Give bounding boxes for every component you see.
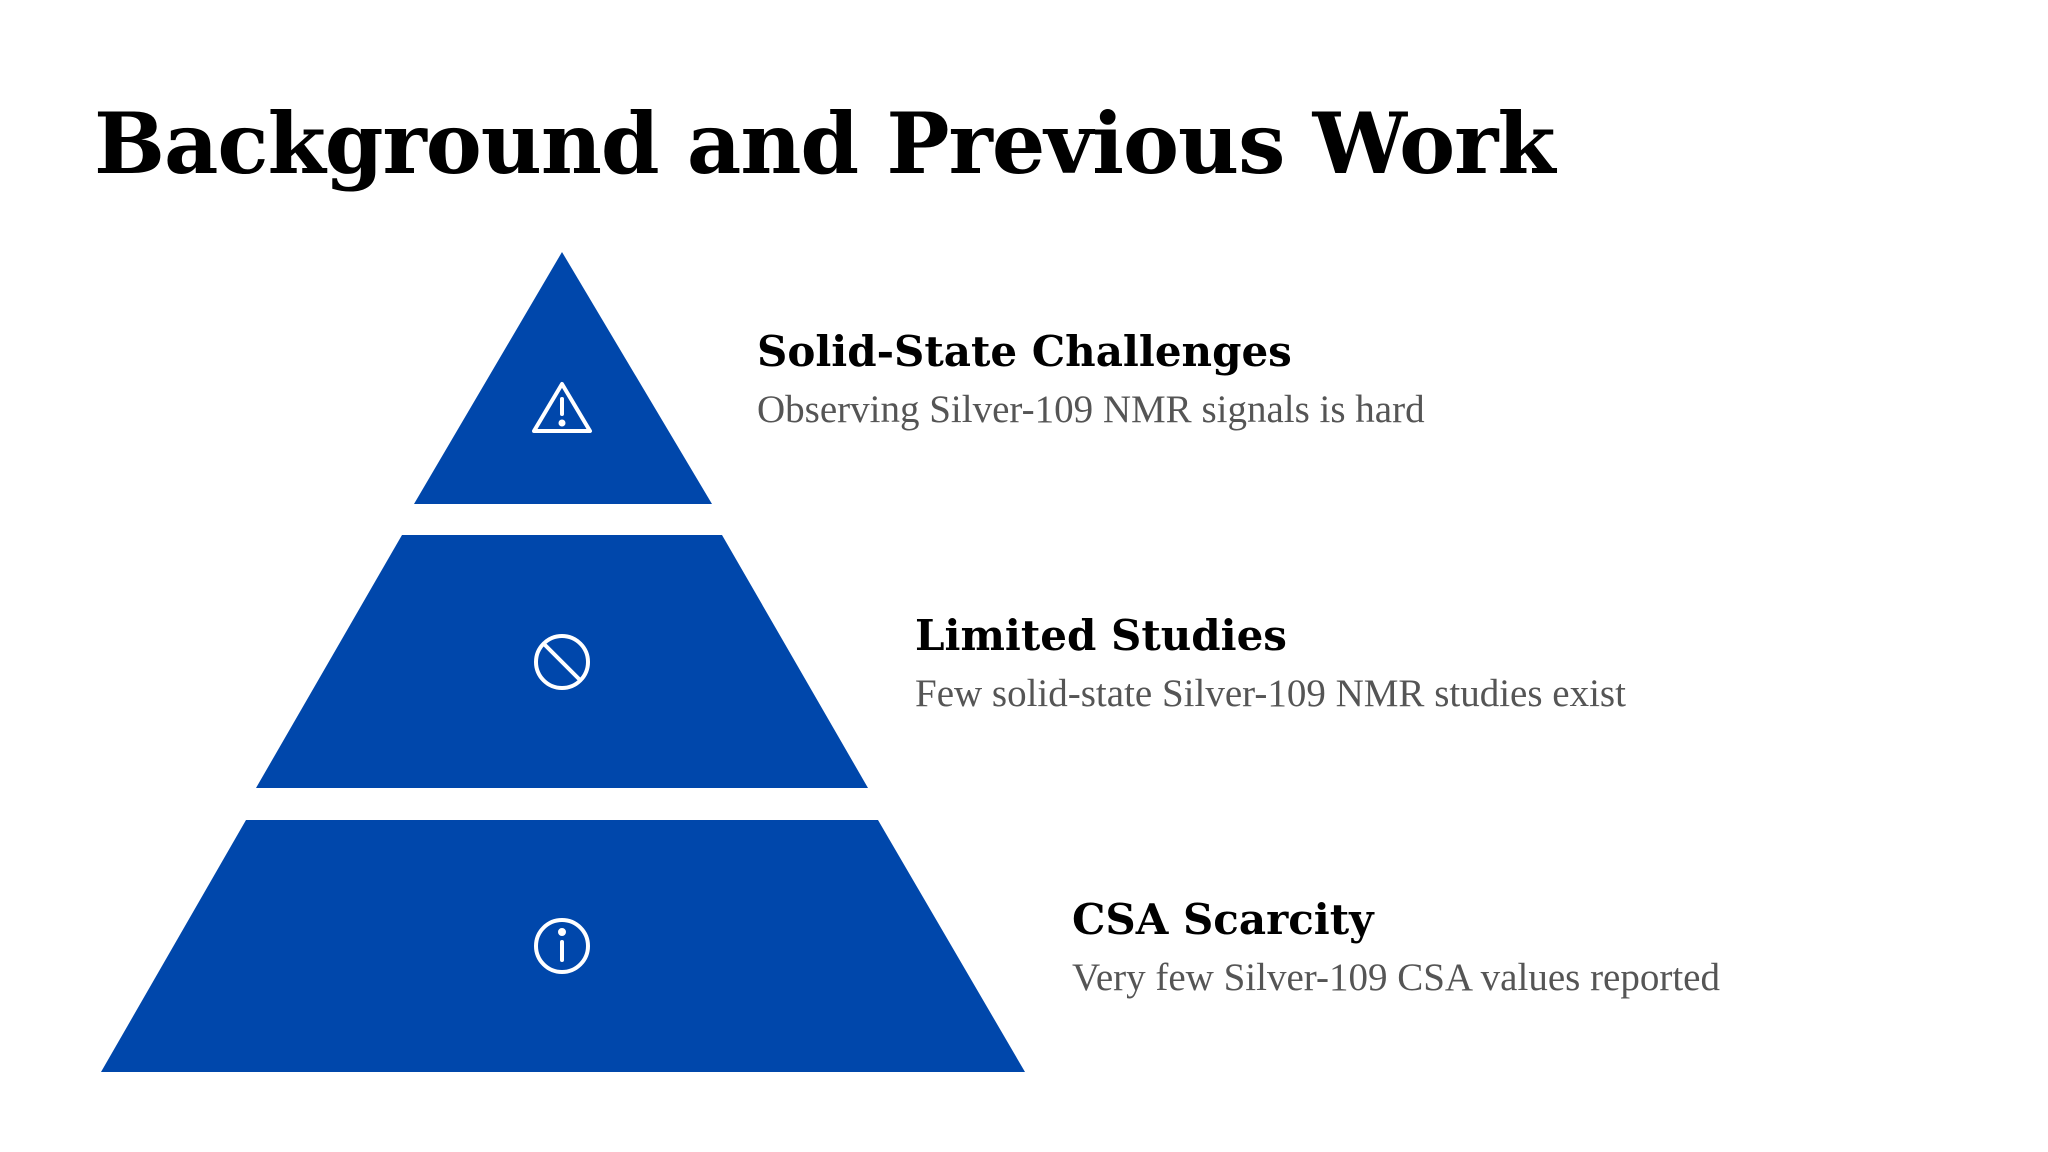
tier-description: Observing Silver-109 NMR signals is hard: [757, 388, 1425, 432]
info-circle-icon: [534, 918, 590, 974]
tier-description: Very few Silver-109 CSA values reported: [1072, 956, 1720, 1000]
pyramid-tier-top: [414, 252, 712, 504]
prohibited-circle-icon: [534, 634, 590, 690]
tier-description: Few solid-state Silver-109 NMR studies e…: [915, 672, 1626, 716]
slide-title: Background and Previous Work: [94, 94, 1556, 193]
pyramid-tier-middle: [256, 535, 868, 788]
warning-triangle-icon: [532, 382, 592, 433]
tier-text-top: Solid-State Challenges Observing Silver-…: [757, 327, 1425, 434]
tier-heading: CSA Scarcity: [1072, 895, 1374, 944]
tier-heading: Solid-State Challenges: [757, 327, 1292, 376]
pyramid-tier-bottom: [101, 820, 1025, 1072]
tier-text-middle: Limited Studies Few solid-state Silver-1…: [915, 611, 1626, 718]
tier-text-bottom: CSA Scarcity Very few Silver-109 CSA val…: [1072, 895, 1720, 1002]
tier-heading: Limited Studies: [915, 611, 1287, 660]
tier-shape-top: [414, 252, 712, 504]
